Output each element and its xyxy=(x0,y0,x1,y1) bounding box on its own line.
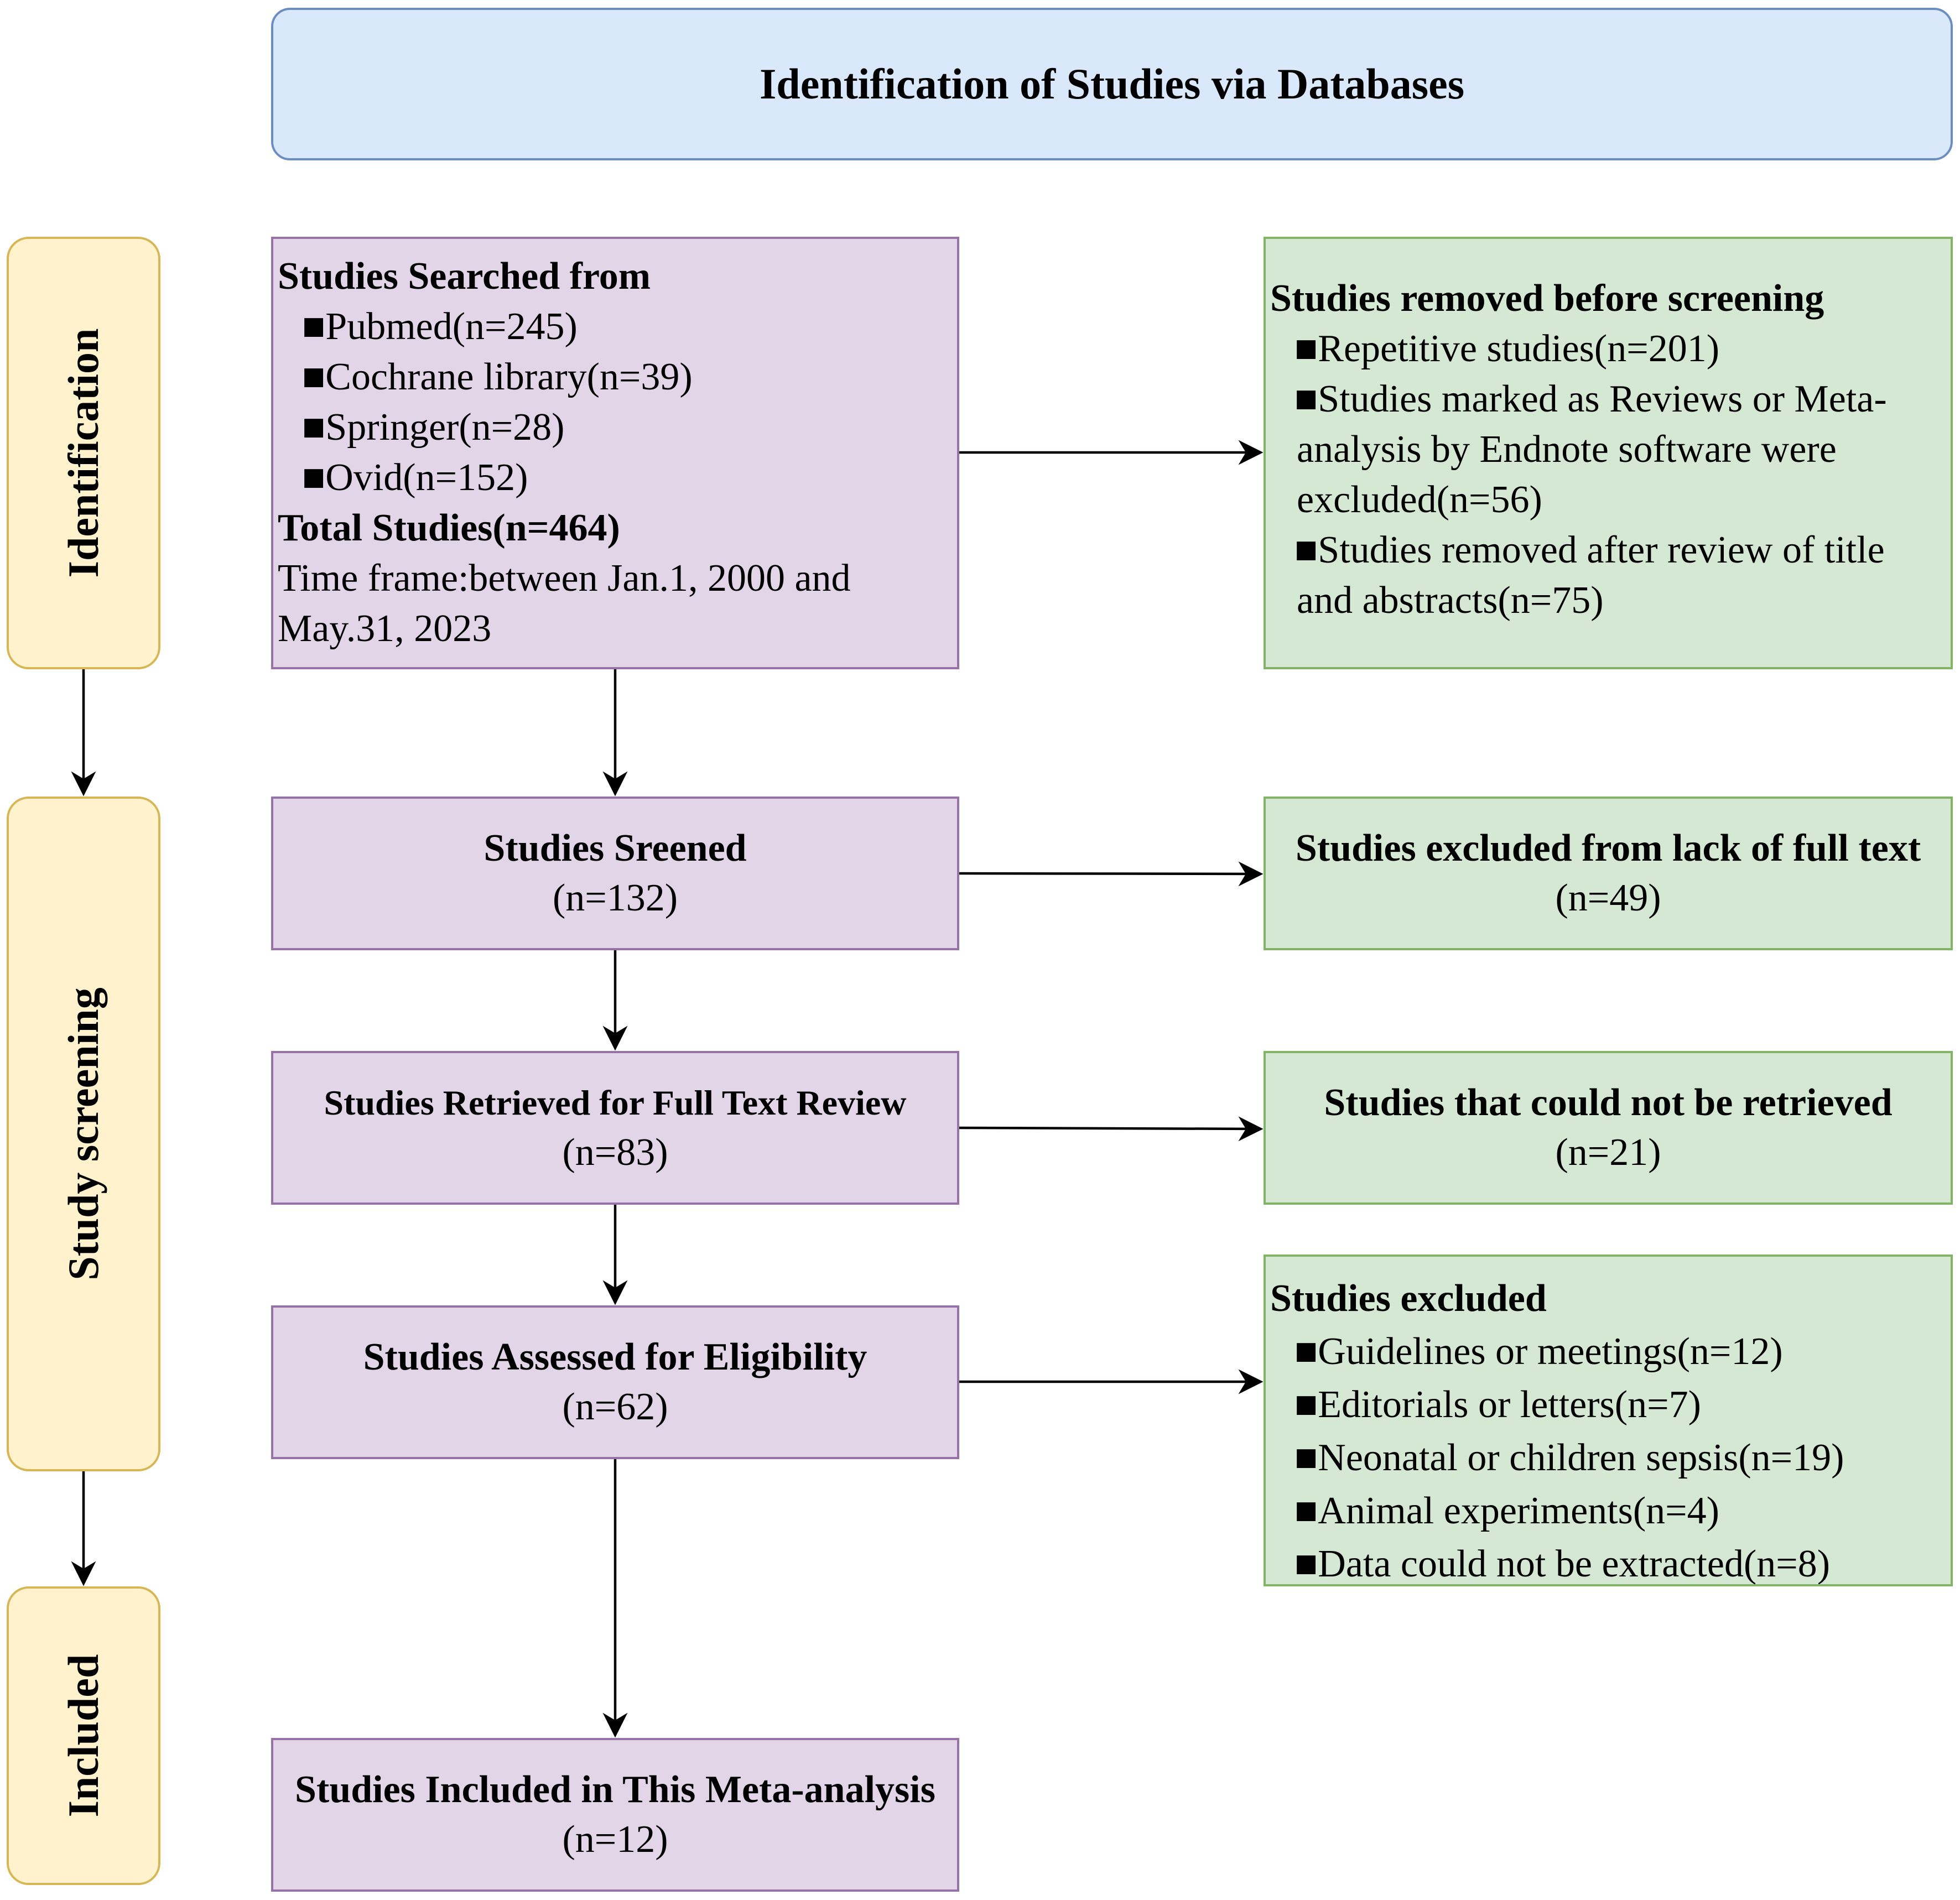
eligibility-count: (n=62) xyxy=(562,1386,668,1428)
screened-title: Studies Sreened xyxy=(483,827,747,870)
removed-box-title: Studies removed before screening xyxy=(1270,277,1824,320)
search-item-cochrane: ■Cochrane library(n=39) xyxy=(302,356,693,398)
arrow-screened-to-lack-fulltext xyxy=(959,861,1264,887)
lack-fulltext-box: Studies excluded from lack of full text … xyxy=(1264,797,1953,950)
removed-item-repetitive: ■Repetitive studies(n=201) xyxy=(1294,327,1720,370)
removed-box: Studies removed before screening ■Repeti… xyxy=(1264,237,1953,669)
included-count: (n=12) xyxy=(562,1818,668,1861)
arrow-retrieved-to-not-retrieved xyxy=(959,1116,1264,1142)
retrieved-count: (n=83) xyxy=(562,1131,668,1174)
not-retrieved-title: Studies that could not be retrieved xyxy=(1324,1081,1893,1124)
header-title: Identification of Studies via Databases xyxy=(759,60,1465,108)
header-box: Identification of Studies via Databases xyxy=(271,8,1953,160)
eligibility-title: Studies Assessed for Eligibility xyxy=(363,1336,867,1378)
search-box-title: Studies Searched from xyxy=(278,255,651,298)
lack-fulltext-title: Studies excluded from lack of full text xyxy=(1295,827,1921,870)
included-box: Studies Included in This Meta-analysis (… xyxy=(271,1738,959,1892)
removed-item-title-abstract: ■Studies removed after review of title a… xyxy=(1294,529,1885,622)
retrieved-box: Studies Retrieved for Full Text Review (… xyxy=(271,1051,959,1205)
excluded-box-title: Studies excluded xyxy=(1270,1277,1547,1320)
excluded-item-animal: ■Animal experiments(n=4) xyxy=(1294,1490,1719,1532)
eligibility-box: Studies Assessed for Eligibility (n=62) xyxy=(271,1305,959,1459)
search-box: Studies Searched from ■Pubmed(n=245) ■Co… xyxy=(271,237,959,669)
not-retrieved-box: Studies that could not be retrieved (n=2… xyxy=(1264,1051,1953,1205)
screened-box: Studies Sreened (n=132) xyxy=(271,797,959,950)
search-item-springer: ■Springer(n=28) xyxy=(302,406,565,449)
not-retrieved-count: (n=21) xyxy=(1555,1131,1661,1174)
phase-included: Included xyxy=(7,1586,160,1885)
excluded-item-guidelines: ■Guidelines or meetings(n=12) xyxy=(1294,1330,1783,1373)
included-title: Studies Included in This Meta-analysis xyxy=(295,1768,935,1811)
search-total: Total Studies(n=464) xyxy=(278,507,620,549)
excluded-item-data: ■Data could not be extracted(n=8) xyxy=(1294,1543,1831,1585)
excluded-item-editorials: ■Editorials or letters(n=7) xyxy=(1294,1383,1701,1426)
removed-item-reviews: ■Studies marked as Reviews or Meta-analy… xyxy=(1294,378,1887,521)
phase-screening: Study screening xyxy=(7,797,160,1471)
lack-fulltext-count: (n=49) xyxy=(1555,877,1661,919)
retrieved-title: Studies Retrieved for Full Text Review xyxy=(324,1083,907,1122)
excluded-box: Studies excluded ■Guidelines or meetings… xyxy=(1264,1254,1953,1586)
phase-identification: Identification xyxy=(7,237,160,669)
search-item-pubmed: ■Pubmed(n=245) xyxy=(302,305,578,348)
screened-count: (n=132) xyxy=(552,877,678,919)
search-item-ovid: ■Ovid(n=152) xyxy=(302,456,528,499)
excluded-item-neonatal: ■Neonatal or children sepsis(n=19) xyxy=(1294,1436,1844,1479)
search-time-frame: Time frame:between Jan.1, 2000 and May.3… xyxy=(278,557,851,650)
